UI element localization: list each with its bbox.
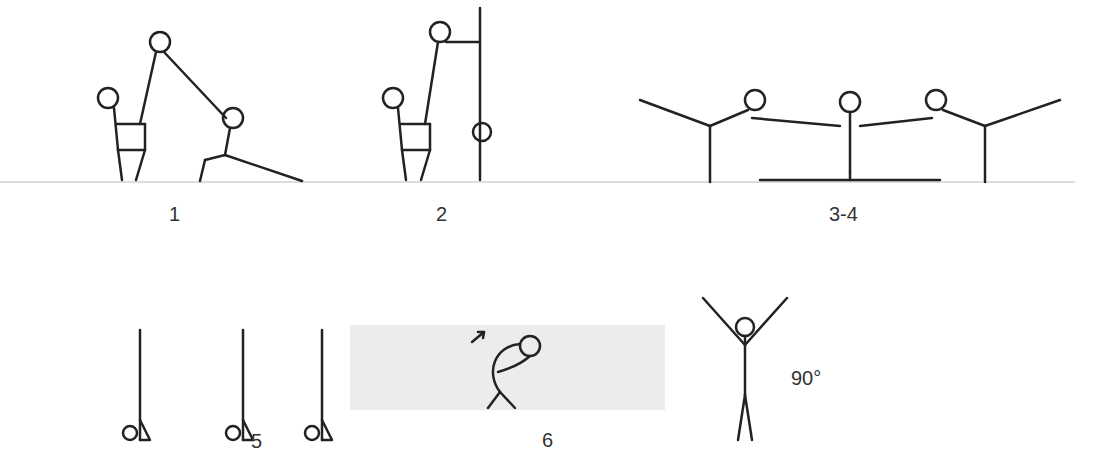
callout-number: 2: [436, 204, 447, 224]
ground-line: [0, 181, 1075, 182]
figure-2: [383, 8, 491, 180]
callout-number: 1: [169, 204, 180, 224]
shaded-band: [350, 325, 665, 410]
callout-number: 3-4: [829, 204, 858, 224]
callout-number: 5: [251, 431, 262, 451]
callout-number: 90°: [791, 368, 821, 388]
callout-number: 6: [542, 430, 553, 450]
figure-5: [123, 330, 332, 440]
figure-6: [472, 298, 787, 440]
figure-1: [98, 32, 302, 181]
figure-3-4: [640, 90, 1060, 182]
